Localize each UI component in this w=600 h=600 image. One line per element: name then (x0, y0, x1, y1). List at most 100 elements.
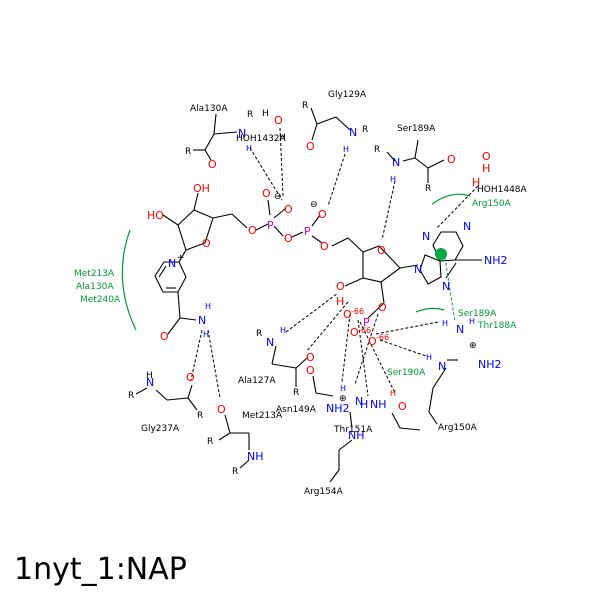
asn149-h: H (340, 384, 346, 393)
hoh1432-h1: H (262, 109, 269, 119)
arg154-nh2: NH (348, 429, 365, 442)
ribose2-o2: O (336, 280, 345, 293)
p3-o-a: O (343, 308, 352, 321)
p3-dist-b: -66 (358, 326, 371, 335)
nicotinamide-n: N (168, 257, 176, 270)
asn149-nh2: NH2 (326, 402, 350, 415)
ala127-h: H (280, 326, 286, 335)
ligand-caption: 1nyt_1:NAP (14, 552, 187, 587)
ser189-n: N (392, 156, 400, 169)
svg-text:⊖: ⊖ (310, 200, 318, 210)
ala130-n: N (238, 127, 246, 140)
p3-o-c: O (368, 335, 377, 348)
hp-thr188: Thr188A (477, 321, 517, 331)
ala130-h: H (246, 144, 252, 153)
gly237-r2: R (197, 411, 203, 421)
ala130-r: R (247, 110, 253, 120)
label-gly237: Gly237A (141, 424, 180, 434)
met213-o: O (217, 403, 226, 416)
hp-ala130: Ala130A (76, 282, 114, 292)
hp-met240: Met240A (80, 295, 121, 305)
ribose2-h: H (336, 295, 344, 308)
arg150-h1: H (442, 319, 448, 328)
hp-arg150: Arg150A (472, 199, 512, 209)
residue-labels: Ala130A Gly129A Ser189A HOH1432A HOH1448… (141, 90, 528, 497)
residue-skeletons (135, 107, 458, 483)
ala127-n: N (266, 336, 274, 349)
bridge-o3: O (320, 240, 329, 253)
bridge-o2: O (284, 232, 293, 245)
label-met213: Met213A (242, 411, 283, 421)
adenine-nh2: NH2 (484, 254, 508, 267)
label-arg150: Arg150A (438, 423, 478, 433)
svg-text:+: + (177, 253, 185, 263)
hydrogen-bonds (190, 127, 479, 399)
gly237-nh: N (146, 376, 154, 389)
label-thr151: Thr151A (333, 425, 373, 435)
bridge-o1: O (248, 224, 257, 237)
phosphate-p3: P (363, 316, 370, 329)
hoh1448-h-top: H (482, 162, 490, 175)
gly129-h: H (343, 145, 349, 154)
hoh1432-h2: H (279, 133, 286, 143)
ala130-r2: R (185, 147, 191, 157)
met213-r2: R (232, 467, 238, 477)
ribose1-oh: OH (193, 182, 210, 195)
adenine-n9: N (414, 263, 422, 276)
label-asn149: Asn149A (276, 405, 317, 415)
phosphate-p1: P (267, 219, 274, 232)
svg-text:H: H (146, 371, 153, 381)
svg-text:⊕: ⊕ (339, 394, 347, 404)
ribose2-o3: O (378, 301, 387, 314)
svg-text:⊕: ⊕ (469, 341, 477, 351)
nap-ligand (154, 192, 482, 335)
amide-h1: H (205, 302, 211, 311)
label-ser190: Ser190A (387, 368, 426, 378)
asn149-o: O (306, 364, 315, 377)
atom-labels: N + O N H H HO OH O O P O O O P O O O O … (147, 182, 508, 348)
label-arg154: Arg154A (304, 487, 344, 497)
residue-atoms: R N R O H O H H R O N R H R N H O R O H … (128, 101, 502, 477)
met213-r: R (207, 437, 213, 447)
amide-n: N (198, 314, 206, 327)
thr151-n: N (355, 395, 363, 408)
gly237-o: O (186, 371, 195, 384)
p1-o-top: O (262, 187, 271, 200)
p3-dist-c: -66 (376, 333, 389, 342)
ribose1-ho: HO (147, 209, 164, 222)
hp-met213: Met213A (74, 269, 115, 279)
hp-ser189: Ser189A (458, 309, 497, 319)
met213-nh: NH (247, 450, 264, 463)
gly129-r2: R (362, 125, 368, 135)
ala130-o: O (208, 158, 217, 171)
label-gly129: Gly129A (328, 90, 367, 100)
gly129-o: O (306, 140, 315, 153)
arg150-n2: N (438, 360, 446, 373)
svg-text:⊖: ⊖ (274, 192, 282, 202)
amide-h2: H (203, 330, 209, 339)
ser190-h: H (390, 389, 396, 398)
hoh1448-h: H (472, 176, 480, 189)
adenine-n7: N (442, 280, 450, 293)
label-ser189: Ser189A (397, 124, 436, 134)
ribose2-o: O (377, 244, 386, 257)
thr151-h: H (360, 398, 368, 411)
arg150-h3: H (426, 353, 432, 362)
ala127-r2: R (293, 388, 299, 398)
ala127-r: R (256, 329, 262, 339)
p3-dist-a: -66 (351, 307, 364, 316)
gly237-r: R (128, 391, 134, 401)
label-hoh1448: HOH1448A (477, 185, 528, 195)
label-ala127: Ala127A (238, 376, 276, 386)
p2-o-top: O (318, 208, 327, 221)
adenine-n3: N (422, 230, 430, 243)
ribose1-o: O (202, 237, 211, 250)
arg150-h2: H (469, 317, 475, 326)
ser190-o: O (398, 400, 407, 413)
ser189-h: H (390, 175, 396, 184)
hydrophobic-labels: Arg150A Met213A Ala130A Met240A Ser189A … (74, 199, 517, 331)
gly129-r: R (302, 101, 308, 111)
hydrophobic-arcs (121, 193, 471, 331)
hoh1448-o-top: O (482, 150, 491, 163)
